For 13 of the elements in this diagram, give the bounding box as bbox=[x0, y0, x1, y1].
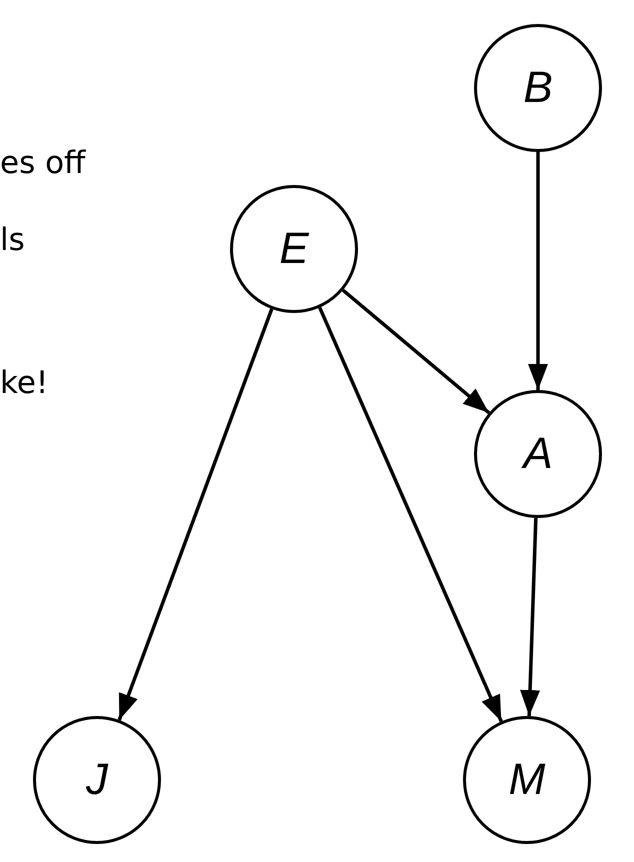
node-label: E bbox=[279, 227, 309, 271]
arrow bbox=[118, 308, 274, 721]
arrow bbox=[318, 306, 503, 722]
text-fragment: ke! bbox=[0, 368, 48, 399]
arrow bbox=[528, 152, 548, 390]
node-label: B bbox=[523, 66, 553, 110]
arrow bbox=[520, 518, 540, 716]
text-fragment: es off bbox=[0, 148, 86, 179]
node-label: A bbox=[523, 432, 553, 476]
text-fragment: ls bbox=[0, 225, 25, 256]
node-label: J bbox=[86, 758, 108, 802]
node-label: M bbox=[508, 758, 546, 802]
arrow bbox=[342, 288, 490, 414]
